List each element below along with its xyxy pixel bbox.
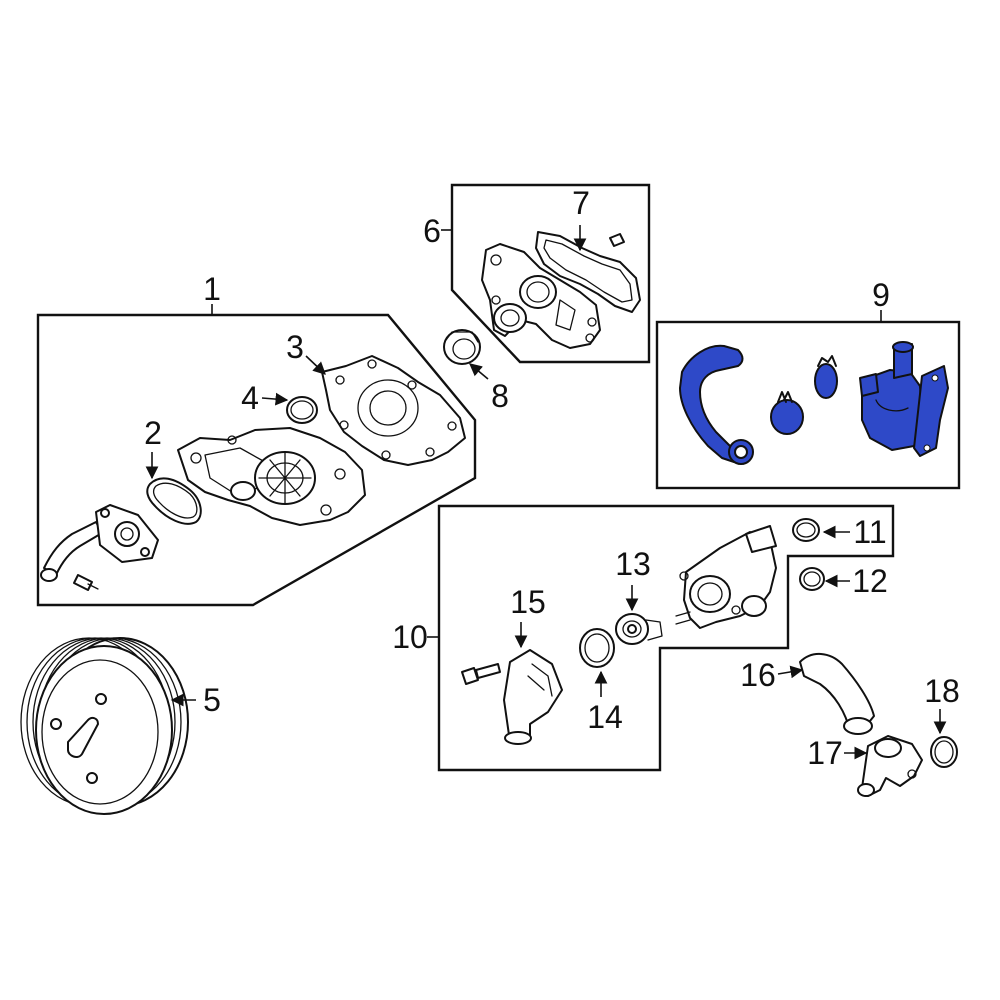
auxiliary-coolant-pump-group [679, 341, 949, 465]
callout-17: 17 [807, 735, 843, 771]
callout-16: 16 [740, 657, 776, 693]
callout-2: 2 [144, 415, 162, 451]
water-pump-housing [177, 427, 366, 526]
callout-13: 13 [615, 546, 651, 582]
callout-15: 15 [510, 584, 546, 620]
callout-12: 12 [852, 563, 888, 599]
callout-numbers: 1 2 3 4 5 6 7 8 9 10 11 12 13 14 15 16 1… [144, 185, 960, 771]
o-ring-18 [930, 736, 958, 768]
gasket-2 [146, 477, 202, 525]
callout-11: 11 [853, 514, 886, 550]
thermostat-housing-10 [675, 525, 777, 629]
hose-clamp-b [814, 355, 838, 399]
group-frame-10 [427, 504, 895, 772]
o-ring-12 [799, 567, 825, 591]
housing-15 [503, 649, 563, 745]
group-frame-1 [36, 304, 477, 607]
o-ring-14 [579, 628, 615, 668]
pulley-5 [20, 637, 189, 815]
group-frame-6 [441, 183, 651, 364]
gasket-7 [535, 231, 641, 313]
bolt-15 [461, 663, 501, 685]
o-ring-11 [792, 518, 820, 542]
connector-17 [857, 735, 923, 797]
callout-10: 10 [392, 619, 428, 655]
electric-water-pump [859, 341, 949, 457]
callout-9: 9 [872, 277, 890, 313]
hose-16 [799, 653, 875, 735]
dowel-pin [609, 233, 625, 247]
pump-gasket-3 [321, 355, 466, 466]
callout-4: 4 [241, 380, 259, 416]
callout-8: 8 [491, 378, 509, 414]
hose-clamp-a [770, 391, 804, 435]
callout-18: 18 [924, 673, 960, 709]
callout-14: 14 [587, 699, 623, 735]
outlet-pipe-cover [40, 504, 159, 582]
leader-arrows [145, 225, 947, 760]
callout-1: 1 [203, 271, 221, 307]
thermostat-housing-6 [481, 243, 601, 349]
callout-7: 7 [572, 185, 590, 221]
bolt-small [73, 574, 99, 591]
thermostat-13 [615, 613, 663, 645]
coolant-hose [679, 344, 744, 463]
callout-3: 3 [286, 329, 304, 365]
group-frame-9 [655, 310, 961, 490]
callout-5: 5 [203, 682, 221, 718]
o-ring-4 [286, 396, 318, 424]
callout-6: 6 [423, 213, 441, 249]
seal-8 [443, 329, 481, 365]
